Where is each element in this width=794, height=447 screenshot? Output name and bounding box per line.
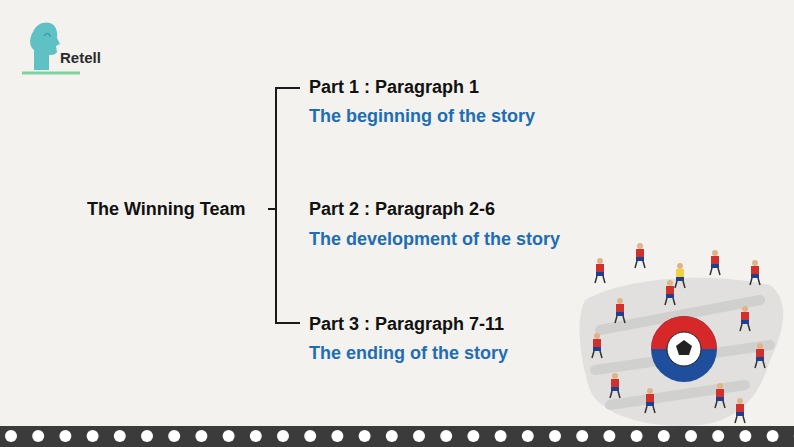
film-holes xyxy=(5,430,794,442)
section-tag: Retell xyxy=(60,49,101,67)
film-strip xyxy=(0,426,794,447)
part-summary: The ending of the story xyxy=(309,343,508,365)
bracket xyxy=(268,88,300,323)
part-heading: Part 3 : Paragraph 7-11 xyxy=(309,314,504,336)
topic-title: The Winning Team xyxy=(87,199,246,221)
part-heading: Part 2 : Paragraph 2-6 xyxy=(309,199,495,221)
part-summary: The beginning of the story xyxy=(309,106,535,128)
part-summary: The development of the story xyxy=(309,229,560,251)
football-illustration xyxy=(580,243,784,426)
part-heading: Part 1 : Paragraph 1 xyxy=(309,77,479,99)
